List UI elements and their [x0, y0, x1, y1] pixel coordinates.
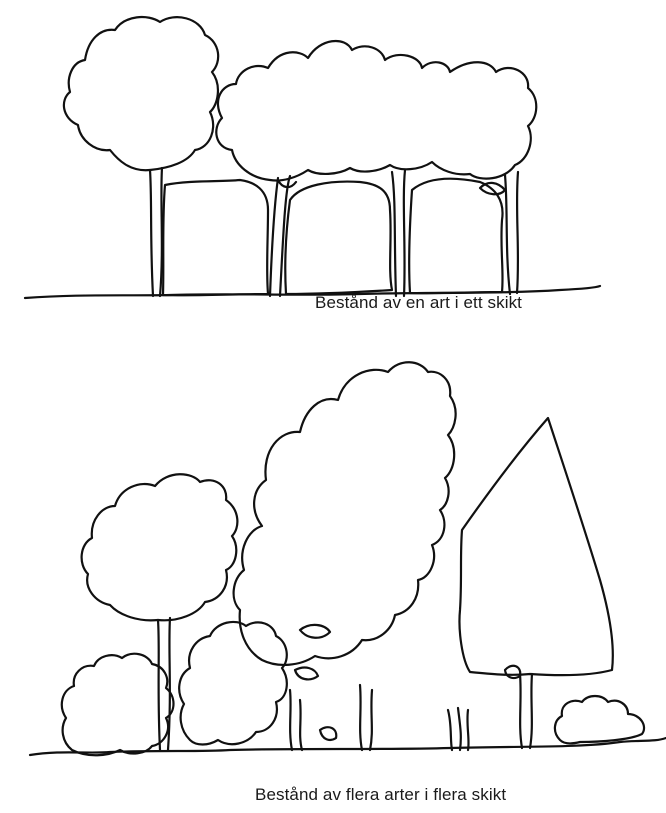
tree-trunk-conifer [520, 674, 532, 748]
tree-crown-group [216, 41, 536, 181]
multi-layer-stand-figure: Bestånd av flera arter i flera skikt [0, 330, 666, 813]
figure-caption-top: Bestånd av en art i ett skikt [315, 293, 522, 313]
shrub-right [555, 696, 644, 743]
tree-conifer [459, 418, 612, 675]
shrub-left [62, 654, 174, 756]
tree-trunk-3 [392, 170, 405, 296]
single-layer-stand-figure: Bestånd av en art i ett skikt [0, 0, 666, 350]
multi-layer-stand-drawing [0, 330, 666, 813]
canopy-gap-1 [285, 182, 392, 294]
tree-crown-1 [64, 17, 218, 170]
figure-caption-bottom: Bestånd av flera arter i flera skikt [255, 785, 506, 805]
canopy-gap-2 [409, 179, 502, 294]
tree-crown-large [234, 362, 456, 665]
canopy-gap-3 [163, 180, 268, 295]
tree-trunk-1 [150, 168, 162, 296]
shrub-middle [179, 622, 287, 745]
tree-trunk-2 [270, 176, 296, 296]
understory-stems [290, 685, 469, 750]
tree-crown-small [82, 474, 238, 620]
canopy-openings [295, 625, 520, 740]
tree-trunk-4 [505, 172, 518, 294]
